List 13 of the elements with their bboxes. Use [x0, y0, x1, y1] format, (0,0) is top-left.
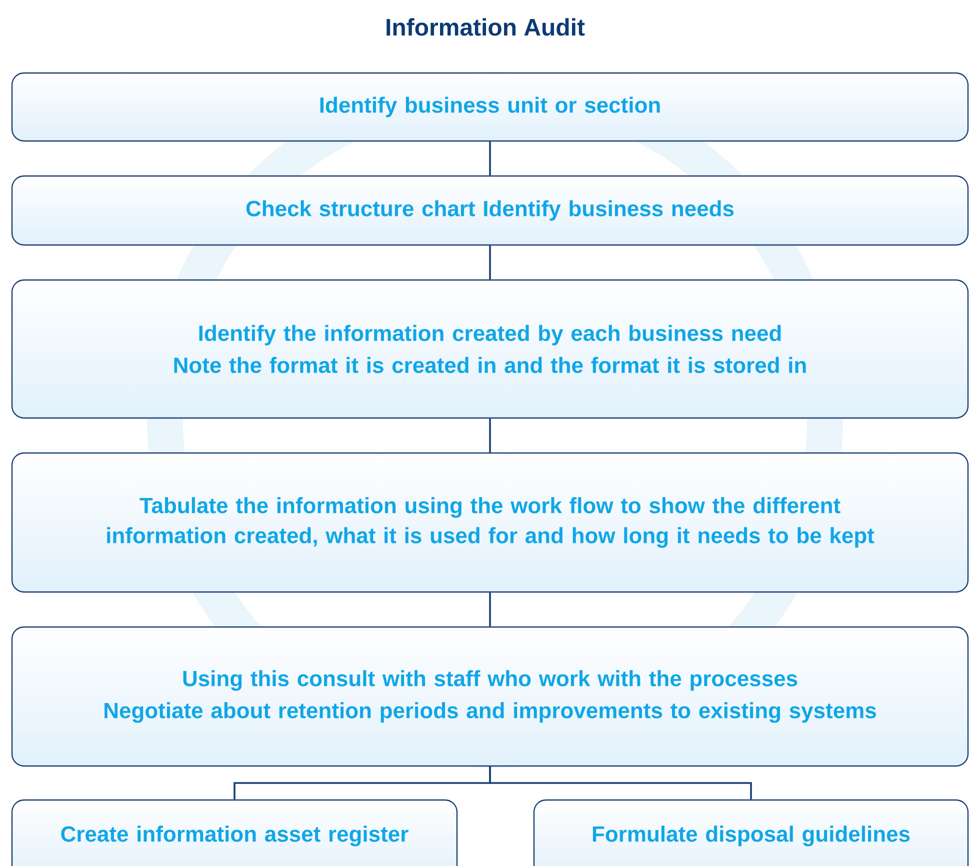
- process-box: Identify business unit or section: [11, 72, 969, 142]
- connector-line: [489, 766, 752, 800]
- connector-line: [489, 246, 491, 280]
- title: Information Audit: [386, 18, 585, 36]
- process-box: Create information asset register: [11, 799, 458, 866]
- connector-line: [489, 142, 491, 176]
- process-box: Identify the information created by each business need Note the format it is created in and the format it is stored in: [11, 279, 969, 419]
- connector-line: [489, 418, 491, 452]
- process-box: Tabulate the information using the work flow to show the different information created, what it is used for and how long it needs to be kept: [11, 452, 969, 593]
- process-box: Formulate disposal guidelines: [533, 799, 969, 866]
- connector-line: [489, 592, 491, 626]
- process-box: Using this consult with staff who work with the processes Negotiate about retention periods and improvements to existing systems: [11, 626, 969, 767]
- process-box: Check structure chart Identify business needs: [11, 175, 969, 246]
